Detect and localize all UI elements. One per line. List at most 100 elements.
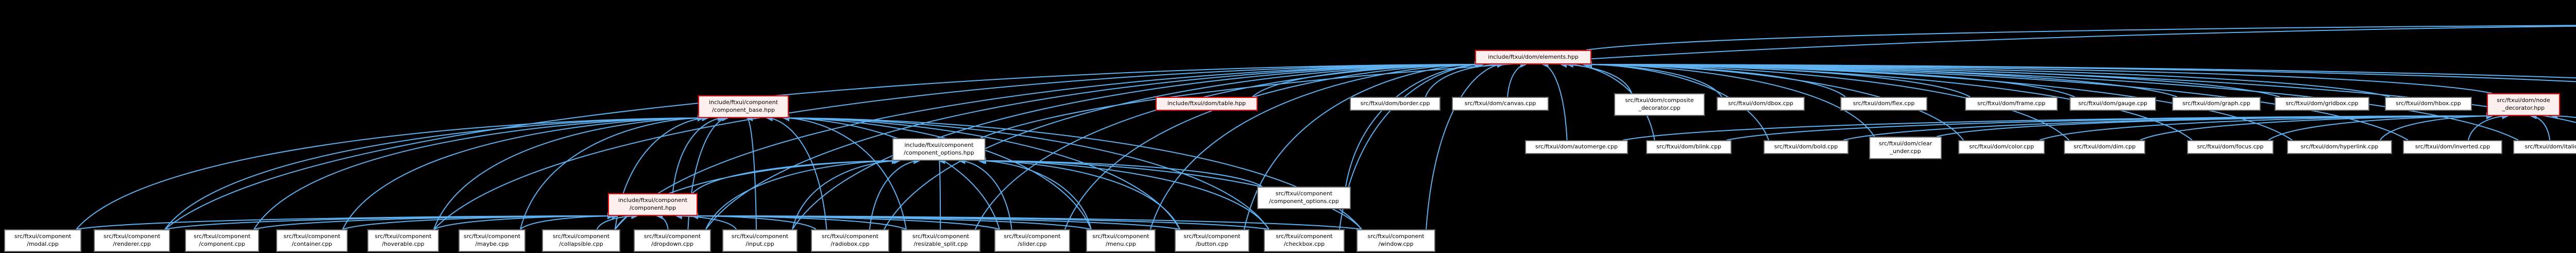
graph-node-border-cpp[interactable]: src/ftxui/dom/border.cpp [1350,97,1440,111]
include-edge-maybe-cpp--component-hpp [520,212,619,230]
graph-node-modal-cpp[interactable]: src/ftxui/component/modal.cpp [4,229,81,252]
graph-node-label: src/ftxui/component [463,233,521,240]
include-edge-linear-gradient-cpp--node-decorator-hpp [2551,112,2576,120]
graph-node-bold-cpp[interactable]: src/ftxui/dom/bold.cpp [1764,140,1849,154]
include-edge-component-options-cpp--elements-hpp [1345,61,1484,187]
graph-node-radiobox-cpp[interactable]: src/ftxui/component/radiobox.cpp [811,229,889,252]
graph-node-dbox-cpp[interactable]: src/ftxui/dom/dbox.cpp [1717,97,1805,111]
graph-node-label: _decorator.cpp [1638,105,1681,111]
include-edge-input-cpp--component-hpp [675,212,737,230]
graph-node-label: src/ftxui/dom/composite [1625,97,1694,104]
graph-node-table-hpp[interactable]: include/ftxui/dom/table.hpp [1156,97,1258,111]
include-edge-automerge-cpp--elements-hpp [1541,61,1568,141]
graph-node-resizable-split-cpp[interactable]: src/ftxui/component/resizable_split.cpp [901,229,980,252]
include-edge-component-hpp--component-base-hpp [672,114,725,194]
graph-node-blink-cpp[interactable]: src/ftxui/dom/blink.cpp [1646,140,1732,154]
graph-node-hyperlink-cpp[interactable]: src/ftxui/dom/hyperlink.cpp [2287,140,2392,154]
graph-node-flex-cpp[interactable]: src/ftxui/dom/flex.cpp [1840,97,1927,111]
graph-node-dim-cpp[interactable]: src/ftxui/dom/dim.cpp [2064,140,2145,154]
graph-node-label: include/ftxui/dom/table.hpp [1167,100,1246,107]
graph-node-label: src/ftxui/dom/graph.cpp [2182,100,2250,107]
graph-node-label: src/ftxui/dom/gauge.cpp [2078,100,2148,107]
include-edge-menu-cpp--component-base-hpp [783,114,1092,230]
include-edge-button-cpp--component-base-hpp [783,114,1180,230]
include-edge-window-cpp--elements-hpp [1426,61,1504,230]
include-edge-modal-cpp--component-base-hpp [76,114,704,230]
graph-node-maybe-cpp[interactable]: src/ftxui/component/maybe.cpp [459,229,526,252]
graph-node-label: src/ftxui/dom/inverted.cpp [2415,143,2490,150]
graph-node-gridbox-cpp[interactable]: src/ftxui/dom/gridbox.cpp [2275,97,2369,111]
include-edge-focus-cpp--node-decorator-hpp [2268,112,2493,141]
graph-node-composite-decorator-cpp[interactable]: src/ftxui/dom/composite_decorator.cpp [1614,93,1705,116]
include-edge-collapsible-cpp--elements-hpp [615,61,1481,230]
graph-node-button-cpp[interactable]: src/ftxui/component/button.cpp [1175,229,1249,252]
graph-node-elements-hpp[interactable]: include/ftxui/dom/elements.hpp [1475,50,1591,64]
graph-node-inverted-cpp[interactable]: src/ftxui/dom/inverted.cpp [2403,140,2502,154]
graph-node-collapsible-cpp[interactable]: src/ftxui/component/collapsible.cpp [542,229,620,252]
graph-node-label: include/ftxui/dom/elements.hpp [1488,53,1579,60]
graph-node-focus-cpp[interactable]: src/ftxui/dom/focus.cpp [2187,140,2274,154]
graph-node-clear-under-cpp[interactable]: src/ftxui/dom/clear_under.cpp [1869,137,1942,159]
graph-node-label: src/ftxui/component [912,233,970,240]
graph-node-hoverable-cpp[interactable]: src/ftxui/component/hoverable.cpp [367,229,439,252]
graph-node-label: src/ftxui/dom/dim.cpp [2073,143,2136,150]
graph-node-label: /component.cpp [199,241,245,247]
include-edge-blink-cpp--node-decorator-hpp [1726,112,2493,141]
include-edge-dropdown-cpp--component-options-hpp [705,157,899,230]
graph-node-label: /slider.cpp [1018,241,1047,247]
graph-node-component-hpp[interactable]: include/ftxui/component/component.hpp [608,193,698,216]
graph-node-color-cpp[interactable]: src/ftxui/dom/color.cpp [1958,140,2045,154]
graph-node-label: src/ftxui/component [1276,233,1333,240]
graph-node-slider-cpp[interactable]: src/ftxui/component/slider.cpp [994,229,1070,252]
graph-node-component-base-hpp[interactable]: include/ftxui/component/component_base.h… [698,95,789,118]
graph-node-label: src/ftxui/component [1275,190,1333,197]
include-edge-slider-cpp--component-options-hpp [958,157,1012,230]
include-edge-italic-cpp--node-decorator-hpp [2530,112,2551,141]
include-edge-radiobox-cpp--elements-hpp [884,61,1481,230]
graph-node-label: /component_options.cpp [1269,198,1339,205]
graph-node-component-options-cpp[interactable]: src/ftxui/component/component_options.cp… [1257,187,1351,209]
graph-node-label: src/ftxui/component [821,233,879,240]
graph-node-label: src/ftxui/dom/clear [1878,140,1933,147]
graph-node-italic-cpp[interactable]: src/ftxui/dom/italic.cpp [2513,140,2576,154]
graph-node-label: src/ftxui/dom/canvas.cpp [1464,100,1536,107]
graph-node-container-cpp[interactable]: src/ftxui/component/container.cpp [276,229,348,252]
graph-node-label: src/ftxui/dom/bold.cpp [1774,143,1838,150]
include-edge-blink-cpp--elements-hpp [1566,61,1655,141]
graph-node-label: src/ftxui/dom/node [2497,97,2550,104]
graph-node-frame-cpp[interactable]: src/ftxui/dom/frame.cpp [1965,97,2058,111]
graph-node-label: /container.cpp [292,241,332,247]
include-edge-radiobox-cpp--component-base-hpp [766,114,827,230]
graph-node-renderer-cpp[interactable]: src/ftxui/component/renderer.cpp [94,229,170,252]
graph-node-label: /hoverable.cpp [382,241,425,247]
graph-node-menu-cpp[interactable]: src/ftxui/component/menu.cpp [1086,229,1156,252]
graph-node-checkbox-cpp[interactable]: src/ftxui/component/checkbox.cpp [1264,229,1345,252]
graph-node-component-cpp[interactable]: src/ftxui/component/component.cpp [185,229,259,252]
graph-node-dropdown-cpp[interactable]: src/ftxui/component/dropdown.cpp [634,229,711,252]
graph-node-gauge-cpp[interactable]: src/ftxui/dom/gauge.cpp [2070,97,2156,111]
graph-node-label: src/ftxui/dom/dbox.cpp [1728,100,1793,107]
graph-node-label: src/ftxui/component [1004,233,1061,240]
graph-node-label: src/ftxui/component [103,233,161,240]
graph-node-automerge-cpp[interactable]: src/ftxui/dom/automerge.cpp [1525,140,1628,154]
graph-node-component-options-hpp[interactable]: include/ftxui/component/component_option… [892,138,986,161]
include-edge-input-cpp--elements-hpp [792,61,1481,230]
graph-node-label: _decorator.hpp [2502,105,2545,111]
include-edge-hyperlink-cpp--node-decorator-hpp [2379,112,2493,141]
graph-node-graph-cpp[interactable]: src/ftxui/dom/graph.cpp [2172,97,2261,111]
graph-node-node-decorator-hpp[interactable]: src/ftxui/dom/node_decorator.hpp [2487,93,2560,116]
graph-node-label: /component.hpp [629,205,676,211]
include-edge-component-options-hpp--flexbox-config-hpp [980,25,2576,139]
graph-node-window-cpp[interactable]: src/ftxui/component/window.cpp [1357,229,1435,252]
include-edge-flexbox-cpp--elements-hpp [1585,61,2576,79]
graph-node-canvas-cpp[interactable]: src/ftxui/dom/canvas.cpp [1452,97,1549,111]
include-edge-button-cpp--elements-hpp [1244,61,1481,230]
graph-node-label: src/ftxui/component [1183,233,1241,240]
graph-node-hbox-cpp[interactable]: src/ftxui/dom/hbox.cpp [2385,97,2472,111]
graph-node-label: src/ftxui/dom/border.cpp [1360,100,1430,107]
include-edge-resizable-split-cpp--component-options-hpp [938,158,945,230]
graph-node-input-cpp[interactable]: src/ftxui/component/input.cpp [722,229,798,252]
graph-node-label: src/ftxui/component [1367,233,1425,240]
include-edge-border-cpp--elements-hpp [1425,61,1504,97]
